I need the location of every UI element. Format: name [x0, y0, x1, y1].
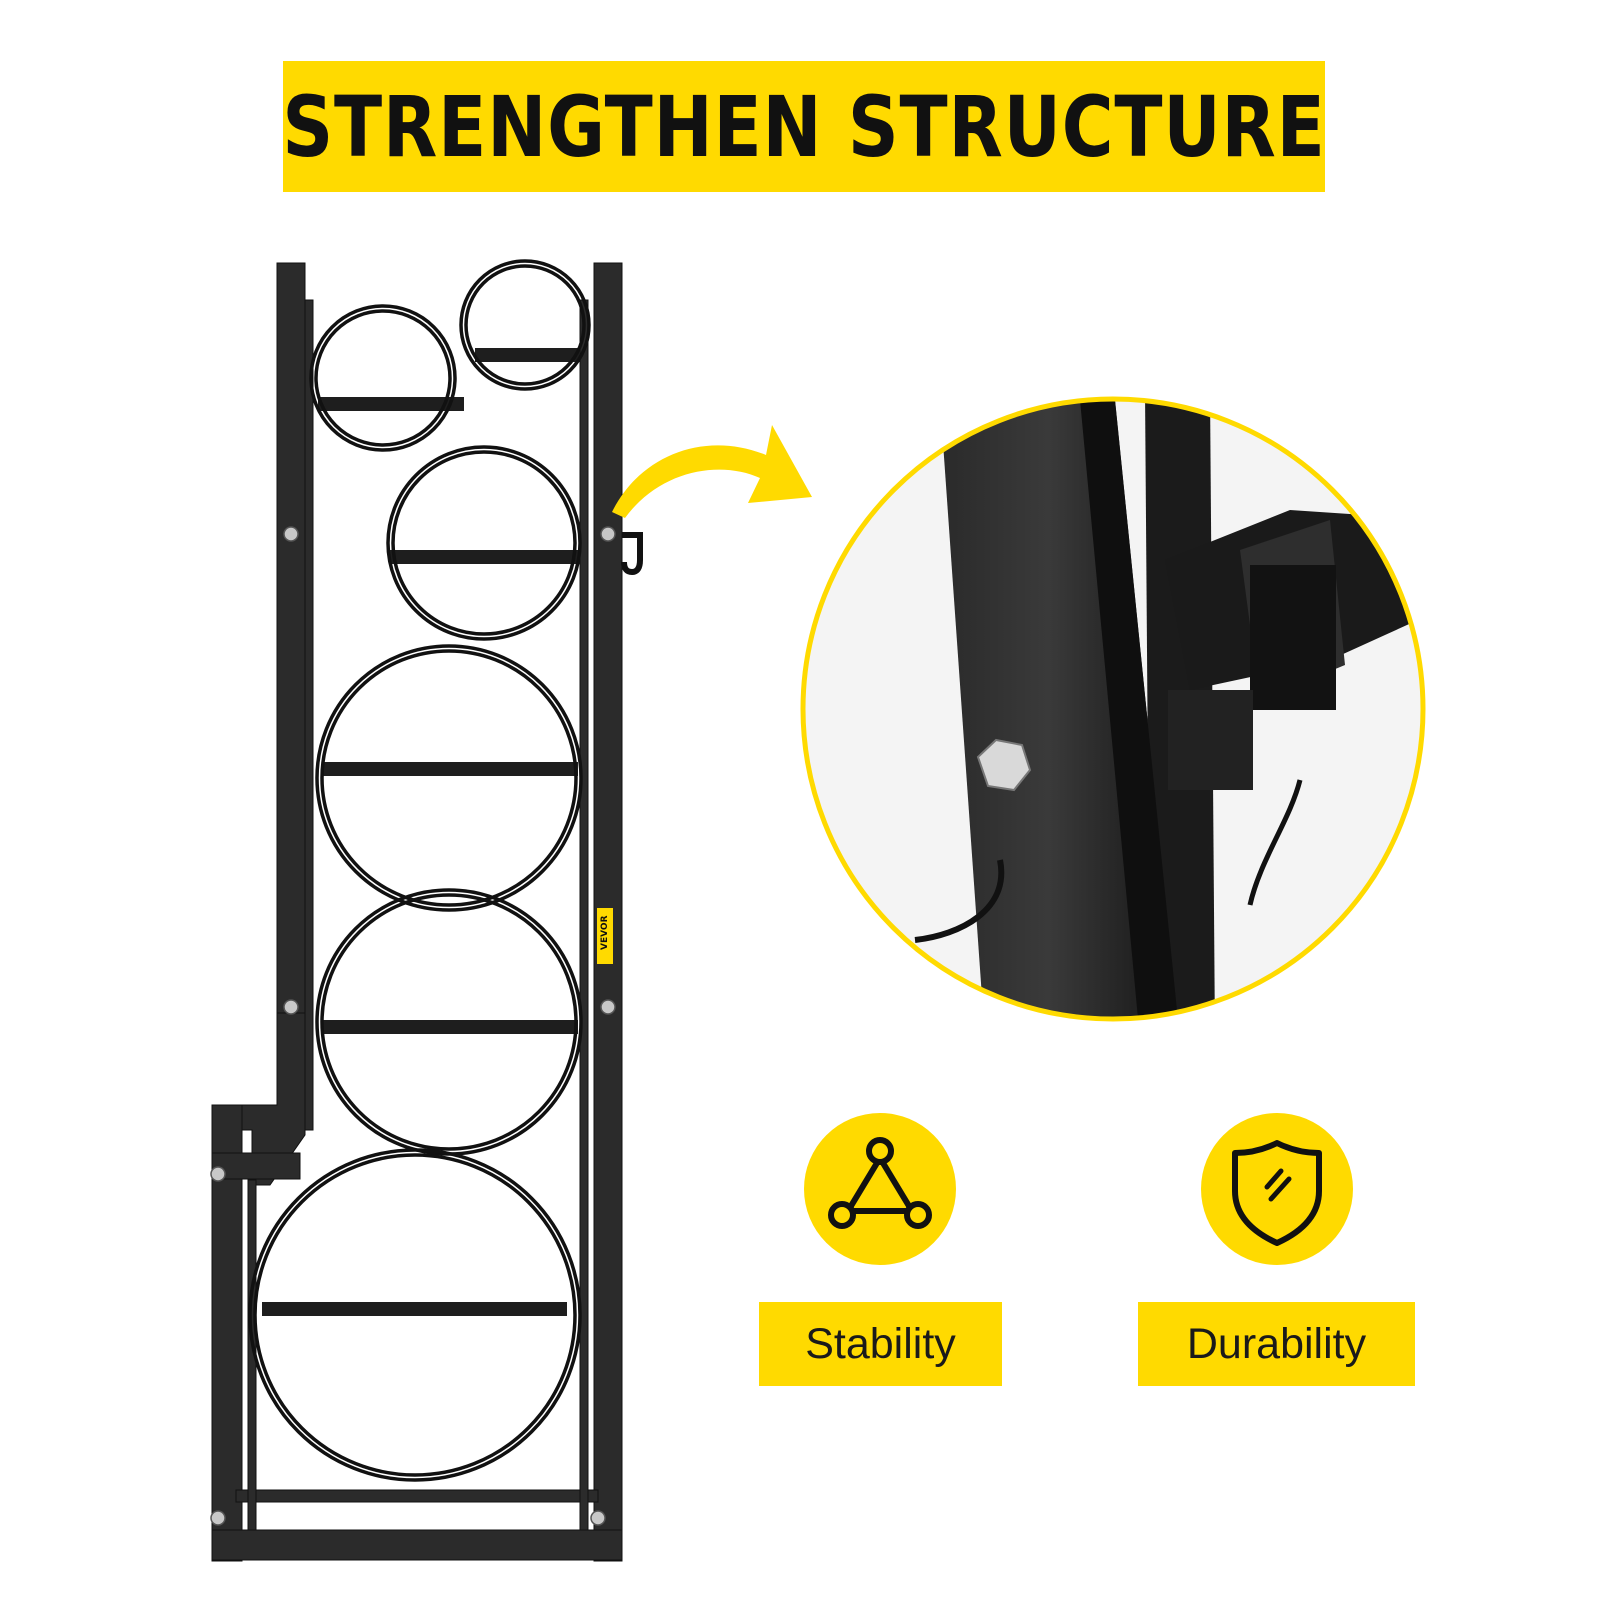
durability-icon-badge [1201, 1113, 1353, 1265]
stability-icon-badge [804, 1113, 956, 1265]
hook-icon [621, 532, 643, 576]
rack-frame [211, 262, 623, 1562]
rack-crossbars [262, 348, 580, 1316]
durability-label: Durability [1138, 1302, 1415, 1386]
rack-rings [248, 259, 591, 1482]
triangle-nodes-icon [804, 1113, 956, 1265]
rack-bolts [210, 526, 616, 1526]
brand-label: VEVOR [600, 915, 610, 950]
title-banner: STRENGTHEN STRUCTURE [282, 61, 1326, 192]
arrow-icon [612, 425, 812, 518]
page-title: STRENGTHEN STRUCTURE [282, 77, 1326, 176]
shield-icon [1201, 1113, 1353, 1265]
brand-tag [597, 908, 613, 964]
zoom-detail [800, 396, 1426, 1022]
stability-label: Stability [759, 1302, 1002, 1386]
